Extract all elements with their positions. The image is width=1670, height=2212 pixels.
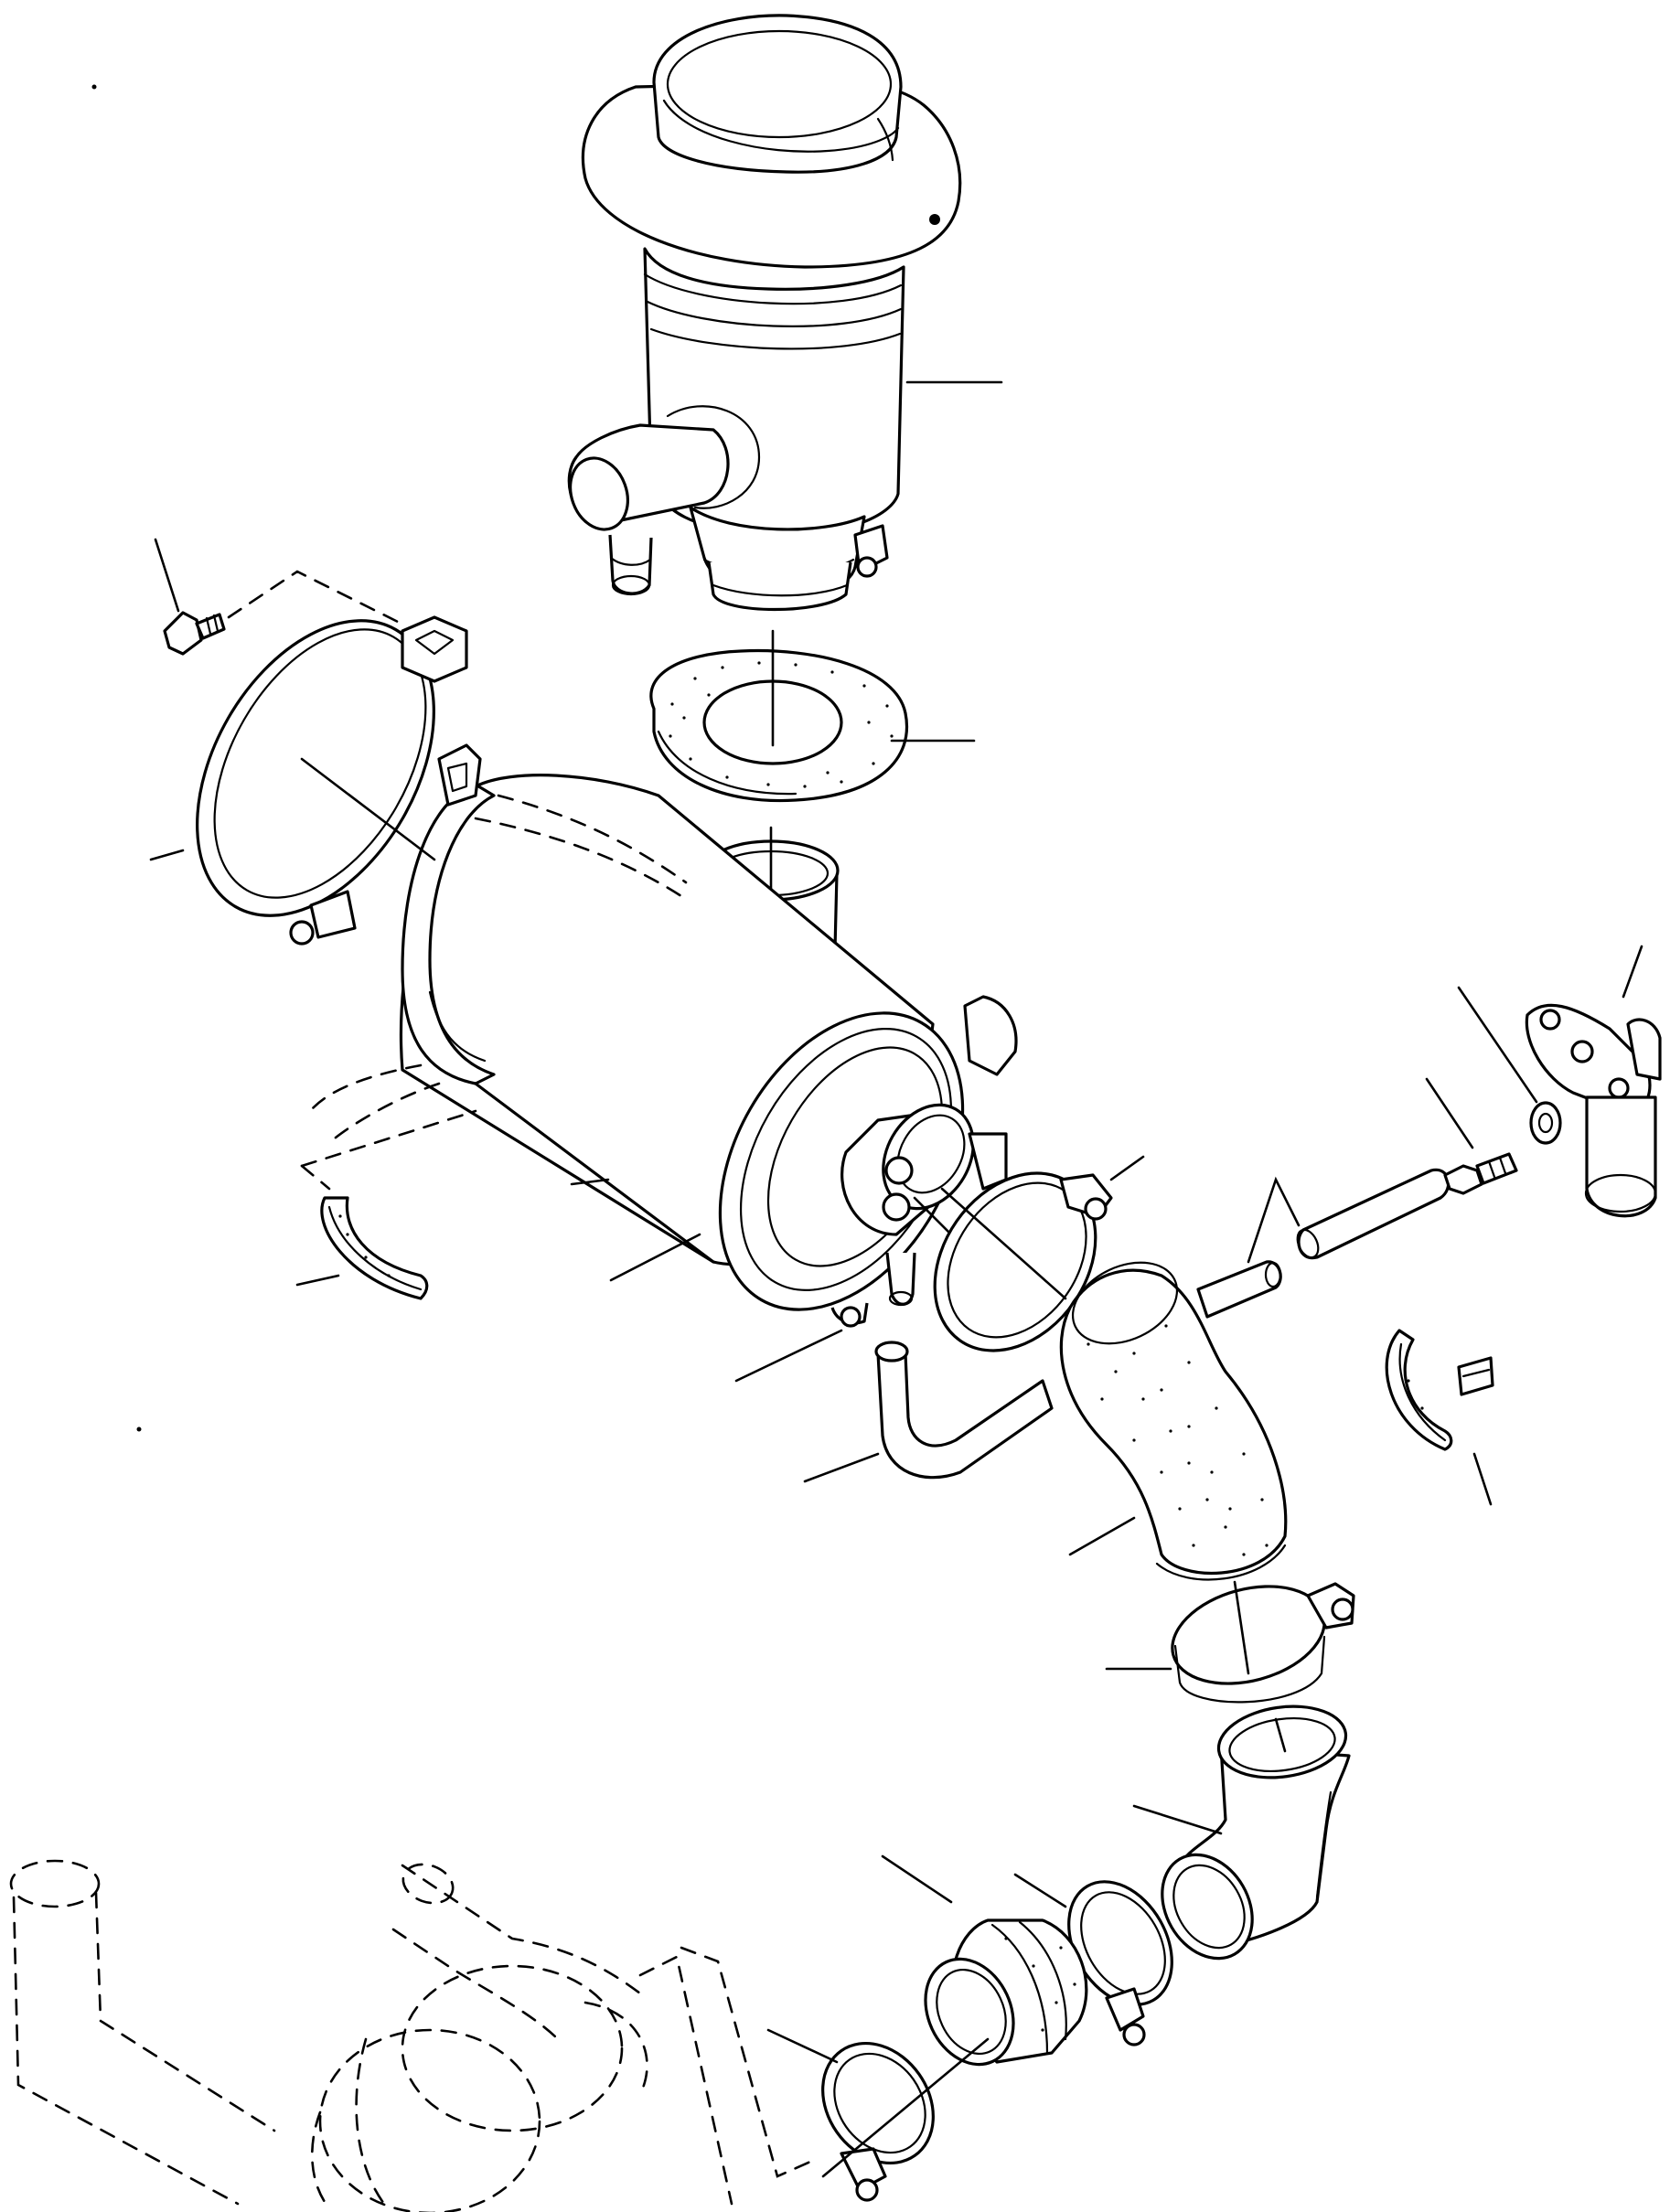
scan-specks	[91, 84, 142, 1432]
turbo-inlet-reference	[9, 1859, 733, 2212]
leader-dust-hose	[803, 1452, 880, 1483]
mounting-bolt	[163, 611, 226, 656]
clamp-axis-outlet	[940, 1187, 1067, 1300]
leader-elbow-hose	[1068, 1516, 1136, 1556]
leader-bellows	[881, 1854, 953, 1904]
leader-clamp-lower	[1013, 1873, 1067, 1908]
leader-pipe-elbow	[1132, 1804, 1223, 1835]
rubber-pad-right	[1385, 1329, 1494, 1451]
precleaner-outlet-pipe	[567, 405, 761, 596]
air-filter-housing	[305, 774, 1018, 1328]
clamp-axis-bottom	[821, 2037, 990, 2178]
pad-left-dash-guide	[300, 1109, 477, 1168]
leader-washer	[1457, 986, 1538, 1104]
leader-bolt	[154, 538, 180, 613]
leader-housing-1	[570, 1178, 610, 1186]
bolt-dash-guide	[227, 570, 400, 624]
leader-drain	[734, 1329, 843, 1383]
leader-tube	[1247, 1176, 1301, 1264]
leader-pad-right	[1472, 1452, 1493, 1506]
hose-clamp-bottom	[821, 2041, 935, 2202]
turbo-dash-guide	[680, 1946, 820, 2178]
leader-pad-left	[295, 1274, 340, 1287]
sealing-ring	[649, 648, 908, 803]
pipe-elbow	[1161, 1704, 1351, 1961]
leader-clamp-bottom	[766, 2028, 839, 2064]
ring-stipple	[669, 661, 894, 788]
precleaner-cap	[581, 14, 962, 269]
leader-housing-2	[609, 1233, 701, 1282]
indicator-elbow	[1525, 1003, 1662, 1218]
leader-band	[149, 849, 185, 861]
restriction-tube	[1196, 1168, 1451, 1319]
dust-valve-hose	[874, 1341, 1054, 1480]
leader-band-axis	[300, 757, 436, 861]
bellows-coupler	[924, 1918, 1088, 2067]
pad-left-dash-guide-2	[300, 1164, 331, 1191]
restriction-indicator-fitting	[1443, 1152, 1518, 1195]
leader-fitting	[1425, 1077, 1474, 1149]
rubber-pad-left	[320, 1196, 429, 1300]
clamp-axis-middle	[1233, 1580, 1250, 1675]
hose-clamp-lower	[1067, 1880, 1173, 2046]
leader-clamp-outlet	[1109, 1155, 1145, 1181]
hose-stipple	[1087, 1324, 1269, 1556]
leader-indicator	[1622, 945, 1643, 999]
elbow-hose	[1059, 1261, 1288, 1581]
washer	[1529, 1101, 1562, 1145]
hose-clamp-middle	[1171, 1582, 1355, 1704]
